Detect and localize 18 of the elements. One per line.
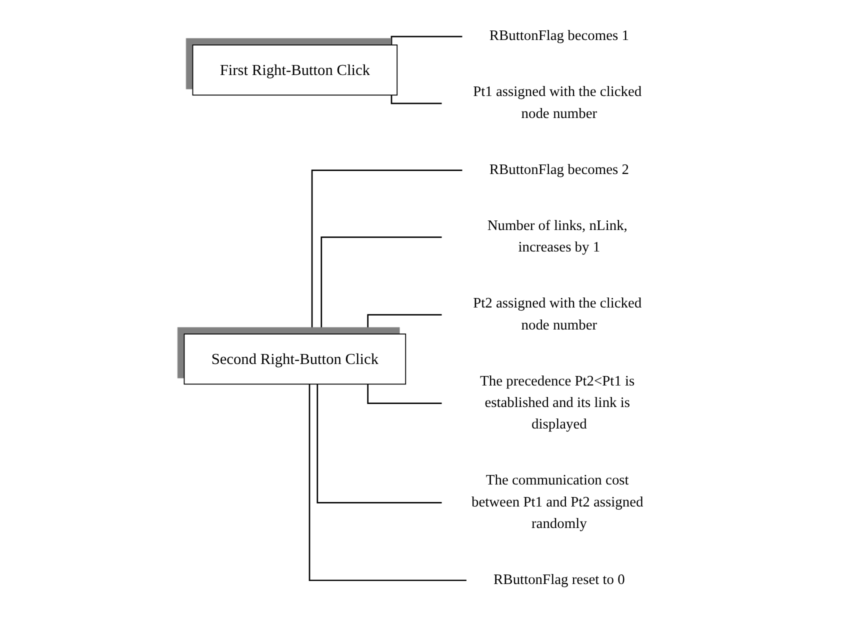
connector bbox=[316, 384, 442, 504]
connector bbox=[308, 384, 466, 582]
node-text: RButtonFlag becomes 2 bbox=[488, 162, 629, 178]
node-text: RButtonFlag reset to 0 bbox=[493, 572, 624, 588]
connector bbox=[366, 384, 442, 404]
connector bbox=[390, 36, 462, 45]
node-text: Number of links, nLink, increases by 1 bbox=[486, 218, 627, 256]
connector bbox=[310, 170, 462, 334]
connector bbox=[320, 236, 442, 334]
node-box: First Right-Button Click bbox=[192, 44, 398, 96]
node-box: Second Right-Button Click bbox=[183, 334, 406, 385]
connector bbox=[366, 314, 442, 334]
node-text: The communication cost between Pt1 and Pt2 assigned randomly bbox=[471, 472, 643, 532]
connector bbox=[390, 95, 442, 104]
node-text: The precedence Pt2<Pt1 is established and its link is displayed bbox=[480, 374, 634, 432]
node-text: Pt2 assigned with the clicked node number bbox=[472, 296, 642, 333]
node-text: RButtonFlag becomes 1 bbox=[488, 28, 629, 44]
node-text: Pt1 assigned with the clicked node number bbox=[472, 84, 642, 122]
